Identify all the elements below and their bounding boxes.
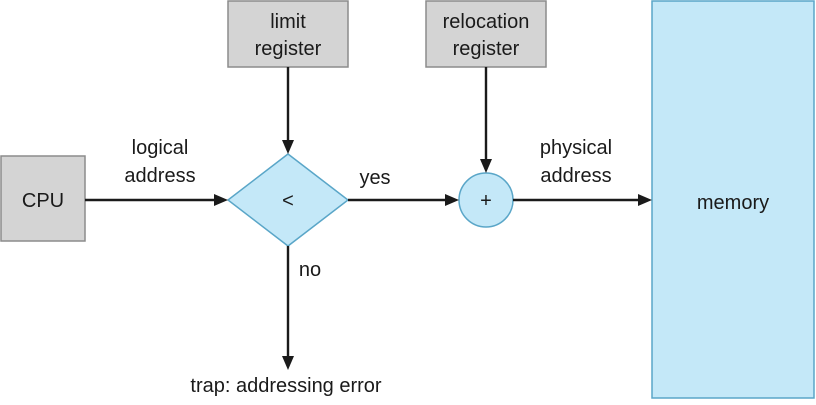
arrowhead-adder-to-memory [638,194,652,206]
memory-block [651,0,815,399]
limit-register-box [227,0,349,68]
cpu-box [0,155,86,242]
arrowhead-comparator-to-adder [445,194,459,206]
logical-address-label-line2: address [124,165,195,187]
relocation-register-label-line2: register [453,38,520,60]
relocation-register-label-line1: relocation [443,11,530,33]
arrowhead-limit-to-comparator [282,140,294,154]
physical-address-label-line1: physical [540,137,612,159]
limit-register-label-line1: limit [270,11,306,33]
logical-address-label-line1: logical [132,137,189,159]
trap-label: trap: addressing error [190,375,382,397]
arrowhead-cpu-to-comparator [214,194,228,206]
cpu-label: CPU [22,190,64,212]
arrowhead-relocation-to-adder [480,159,492,173]
relocation-register-box [425,0,547,68]
arrowhead-comparator-to-trap [282,356,294,370]
limit-register-label-line2: register [255,38,322,60]
yes-label: yes [359,167,390,189]
physical-address-label-line2: address [540,165,611,187]
comparator-symbol: < [282,190,294,212]
memory-label: memory [697,192,769,214]
no-label: no [299,259,321,281]
adder-symbol: + [480,190,492,212]
